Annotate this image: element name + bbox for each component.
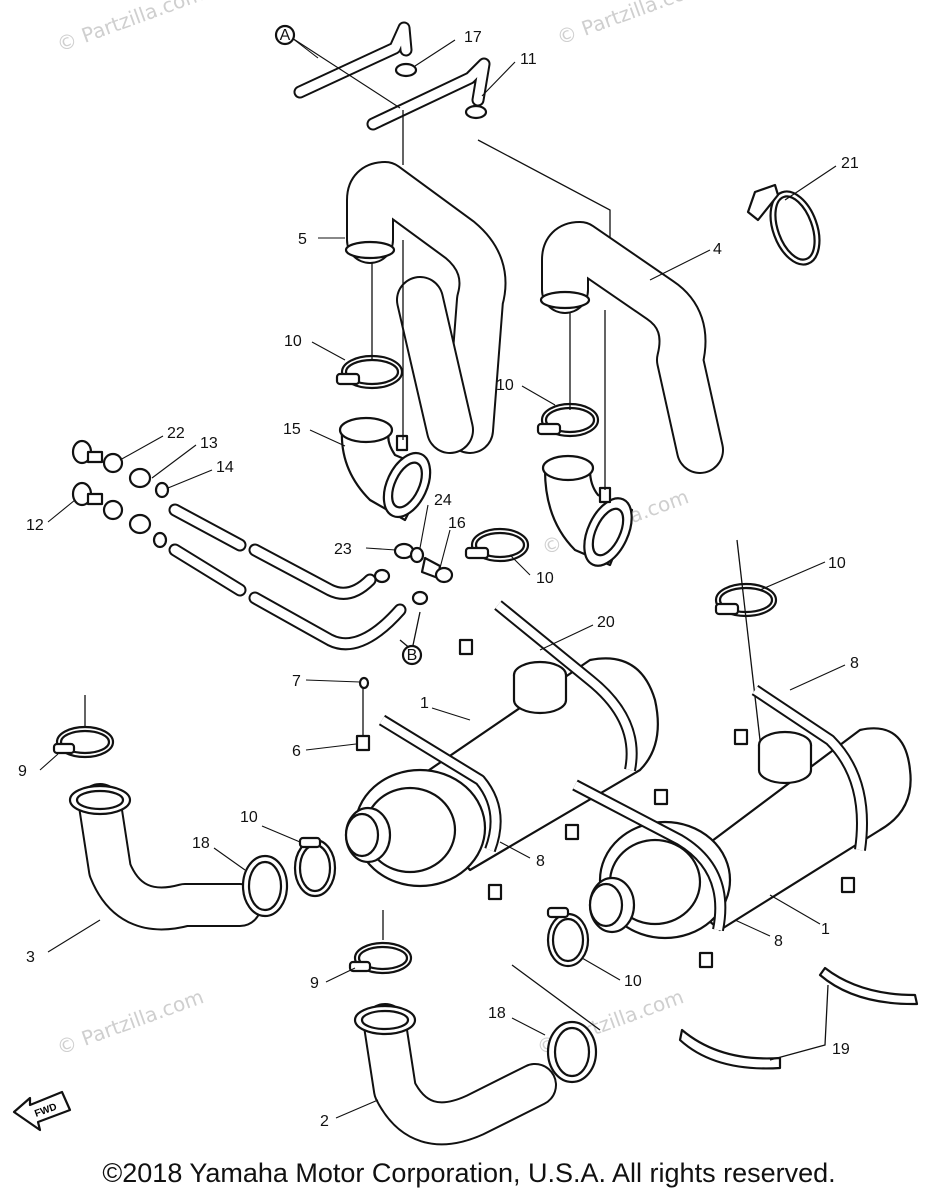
copyright-notice: ©2018 Yamaha Motor Corporation, U.S.A. A… [102, 1158, 836, 1188]
callout-22: 22 [167, 425, 185, 442]
callout-8a: 8 [850, 655, 859, 672]
callout-11: 11 [520, 51, 537, 68]
callout-5: 5 [298, 231, 307, 248]
muffler-1-lower [588, 727, 912, 940]
ref-b-marker [401, 644, 423, 666]
watermark-text: © Partzilla.com [54, 984, 207, 1059]
callout-10e: 10 [240, 809, 258, 826]
small-tubes-top [293, 21, 611, 240]
ref-b-label: B [407, 647, 418, 664]
callout-10c: 10 [536, 570, 554, 587]
callout-6: 6 [292, 743, 301, 760]
joint-rings-18 [241, 836, 601, 1084]
water-hoses [168, 503, 429, 652]
hose-clamp-21 [746, 183, 821, 266]
callout-21: 21 [841, 155, 859, 172]
callout-15: 15 [283, 421, 301, 438]
callout-17: 17 [464, 29, 482, 46]
bolt-16-assembly [393, 542, 454, 584]
callout-3: 3 [26, 949, 35, 966]
mounting-straps [378, 600, 868, 932]
callout-23: 23 [334, 541, 352, 558]
callout-19: 19 [832, 1041, 850, 1058]
exhaust-hose-4 [539, 221, 724, 474]
exhaust-elbow-15 [338, 416, 634, 567]
assembly-lines [84, 240, 761, 940]
callout-16: 16 [448, 515, 466, 532]
exhaust-pipe-3 [52, 725, 262, 931]
callout-9b: 9 [310, 975, 319, 992]
muffler-1-upper [344, 657, 659, 888]
callout-8c: 8 [774, 933, 783, 950]
callout-10b: 10 [496, 377, 514, 394]
callout-4: 4 [713, 241, 722, 258]
hose-clamp-11 [464, 104, 488, 120]
callout-leaders [39, 37, 846, 1119]
watermark-text: © Partzilla.com [54, 0, 207, 57]
hose-clamp-17 [394, 62, 418, 78]
ref-a-label: A [280, 27, 291, 44]
callout-9a: 9 [18, 763, 27, 780]
protector-bands-19 [678, 966, 919, 1070]
fittings-group [71, 439, 170, 549]
exhaust-pipe-2 [348, 941, 557, 1146]
callout-10a: 10 [284, 333, 302, 350]
callout-18b: 18 [488, 1005, 506, 1022]
callout-20: 20 [597, 614, 615, 631]
callout-10f: 10 [624, 973, 642, 990]
callout-13: 13 [200, 435, 218, 452]
callout-24: 24 [434, 492, 452, 509]
exhaust-hose-5 [344, 161, 507, 454]
hose-clamps-10-upper [335, 354, 778, 618]
callout-7: 7 [292, 673, 301, 690]
callout-14: 14 [216, 459, 234, 476]
callout-12: 12 [26, 517, 44, 534]
callout-1a: 1 [420, 695, 429, 712]
ref-a-marker [274, 24, 296, 46]
clips-6 [355, 638, 856, 969]
forward-arrow-icon: FWD [12, 1090, 72, 1132]
watermark-text: © Partzilla.com [554, 0, 707, 50]
callout-8b: 8 [536, 853, 545, 870]
reference-markers: A B [274, 24, 423, 666]
callout-10d: 10 [828, 555, 846, 572]
callout-2: 2 [320, 1113, 329, 1130]
callout-numbers: 17 11 21 5 4 10 10 15 22 13 14 12 24 16 … [18, 29, 859, 1130]
callout-18a: 18 [192, 835, 210, 852]
callout-1b: 1 [821, 921, 830, 938]
